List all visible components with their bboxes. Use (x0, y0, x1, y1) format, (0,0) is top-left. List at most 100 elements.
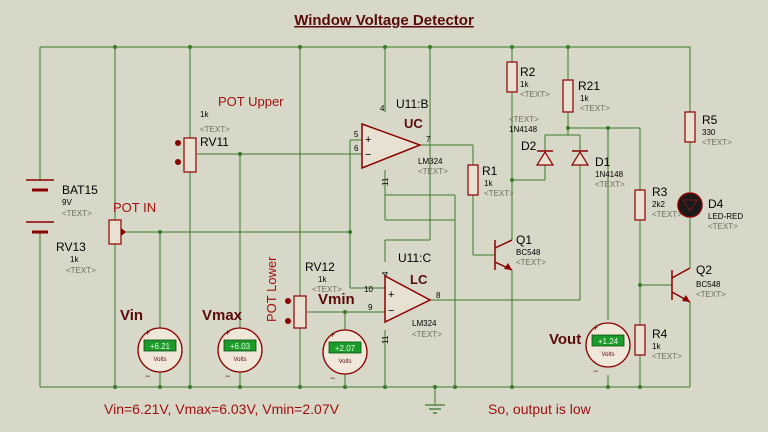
rv12-terminal-b (285, 318, 291, 324)
d2-symbol (535, 150, 555, 166)
r21-text: <TEXT> (580, 104, 610, 113)
page-title: Window Voltage Detector (294, 12, 474, 29)
u11c-pin-11: 11 (381, 335, 390, 344)
meter-vmin: +2.07 Volts + − (322, 329, 368, 383)
r2-body (506, 61, 518, 93)
r21-body (562, 79, 574, 113)
meter-vin-reading: +6.21 (150, 342, 171, 351)
meter-vmin-plus: + (330, 330, 335, 340)
q2-text: <TEXT> (696, 290, 726, 299)
rv13-wiper-icon (121, 228, 126, 236)
u11b-pin-5: 5 (354, 130, 359, 139)
d4-led-icon (677, 192, 703, 218)
u11c-plus: + (388, 289, 394, 301)
q2-value: BC548 (696, 280, 721, 289)
rv11-value: 1k (200, 110, 209, 119)
meter-vmax-plus: + (225, 328, 230, 338)
u11b-label: UC (404, 116, 423, 131)
u11c-opamp (384, 274, 432, 324)
r5-ref: R5 (702, 113, 718, 127)
u11b-text: <TEXT> (418, 167, 448, 176)
r2-text: <TEXT> (520, 90, 550, 99)
r5-value: 330 (702, 128, 716, 137)
r3-value: 2k2 (652, 200, 665, 209)
d2-text: <TEXT> (509, 115, 539, 124)
rv12-value: 1k (318, 275, 327, 284)
battery-symbol (26, 179, 54, 234)
meter-vout-label: Vout (549, 331, 581, 348)
d4-ref: D4 (708, 197, 724, 211)
meter-vmin-label: Vmin (318, 291, 355, 308)
battery-ref: BAT15 (62, 183, 98, 197)
q1-emitter-arrow-icon (504, 263, 512, 270)
q1-value: BC548 (516, 248, 541, 257)
r2-value: 1k (520, 80, 529, 89)
u11b-pin-11: 11 (381, 177, 390, 186)
d1-value: 1N4148 (595, 170, 624, 179)
r4-ref: R4 (652, 327, 668, 341)
u11b-opamp (361, 122, 423, 170)
r1-body (467, 164, 479, 196)
summary-readings: Vin=6.21V, Vmax=6.03V, Vmin=2.07V (104, 401, 340, 417)
q1-text: <TEXT> (516, 258, 546, 267)
meter-vout-unit: Volts (601, 352, 614, 358)
meter-vmin-minus: − (330, 373, 335, 383)
rv11-ref: RV11 (200, 135, 229, 149)
rv13-ref: RV13 (56, 240, 86, 254)
junction-dots (113, 45, 642, 389)
meter-vout: +1.24 Volts + − (585, 322, 631, 376)
u11b-part: LM324 (418, 157, 443, 166)
rv12-body (293, 295, 307, 329)
ground-symbol (425, 404, 445, 414)
u11c-minus: − (388, 305, 394, 317)
meter-vout-reading: +1.24 (598, 337, 619, 346)
meter-vmax-unit: Volts (233, 357, 246, 363)
r3-body (634, 189, 646, 221)
u11b-pin-7: 7 (426, 135, 431, 144)
u11b-plus: + (365, 134, 371, 146)
q2-emitter-arrow-icon (682, 295, 690, 302)
d4-value: LED-RED (708, 212, 743, 221)
meter-vmax-minus: − (225, 371, 230, 381)
rv13-value: 1k (70, 255, 79, 264)
r1-ref: R1 (482, 164, 498, 178)
u11b-pin-4: 4 (380, 104, 385, 113)
d1-text: <TEXT> (595, 180, 625, 189)
meter-vmax-label: Vmax (202, 307, 243, 324)
meter-vin: +6.21 Volts + − (137, 327, 183, 381)
r5-text: <TEXT> (702, 138, 732, 147)
q1-ref: Q1 (516, 233, 532, 247)
d4-led-arrow (682, 199, 698, 212)
u11c-part: LM324 (412, 319, 437, 328)
output-conclusion: So, output is low (488, 401, 592, 417)
r21-ref: R21 (578, 79, 600, 93)
rv12-terminal-a (285, 298, 291, 304)
r1-text: <TEXT> (484, 189, 514, 198)
u11b-ref: U11:B (396, 97, 428, 111)
meter-vout-minus: − (593, 366, 598, 376)
r1-value: 1k (484, 179, 493, 188)
u11b-pin-6: 6 (354, 144, 359, 153)
r4-text: <TEXT> (652, 352, 682, 361)
r2-ref: R2 (520, 65, 536, 79)
u11c-pin-8: 8 (436, 291, 441, 300)
rv11-terminal-a (175, 140, 181, 146)
d2-ref: D2 (521, 139, 537, 153)
rv11-body (183, 137, 197, 173)
rv12-label: POT Lower (264, 256, 279, 322)
meter-vmax-reading: +6.03 (230, 342, 251, 351)
meter-vmin-unit: Volts (338, 359, 351, 365)
u11c-label: LC (410, 272, 428, 287)
rv11-label: POT Upper (218, 94, 284, 109)
rv11-text: <TEXT> (200, 125, 230, 134)
r3-text: <TEXT> (652, 210, 682, 219)
u11c-pin-9: 9 (368, 303, 373, 312)
r5-body (684, 111, 696, 143)
q2-ref: Q2 (696, 263, 712, 277)
r4-value: 1k (652, 342, 661, 351)
wires (39, 46, 691, 405)
meter-vin-minus: − (145, 371, 150, 381)
r4-body (634, 324, 646, 356)
